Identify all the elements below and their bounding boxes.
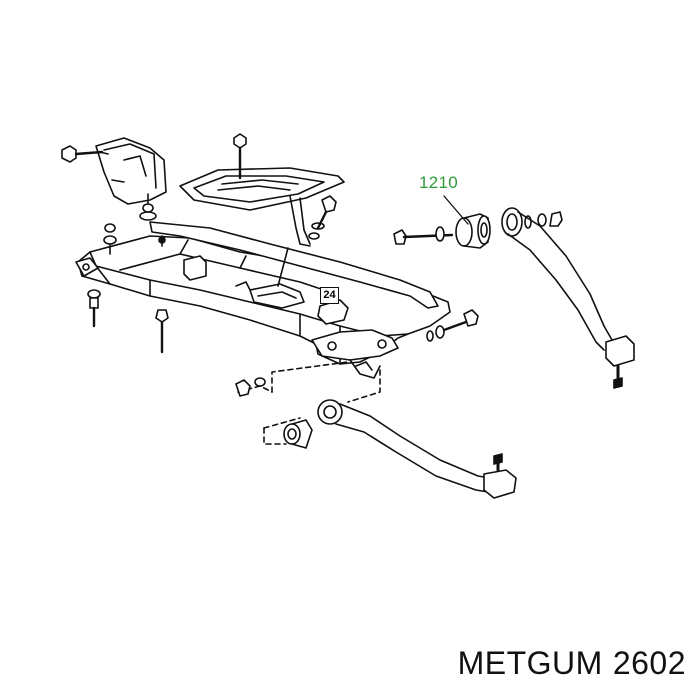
subframe-crossmember [75,221,451,379]
lower-control-arm [235,361,517,499]
nut [426,309,479,342]
transmission-support-plate [179,133,345,287]
part-number-label: 1210 [419,173,459,192]
reference-box-label: 24 [320,287,339,304]
engine-mount-bracket [61,137,167,221]
brand-name: METGUM [457,645,603,681]
bolt [87,223,169,354]
part-number: 2602 [612,645,686,681]
part-pointer [443,195,469,225]
upper-control-arm [393,207,635,389]
